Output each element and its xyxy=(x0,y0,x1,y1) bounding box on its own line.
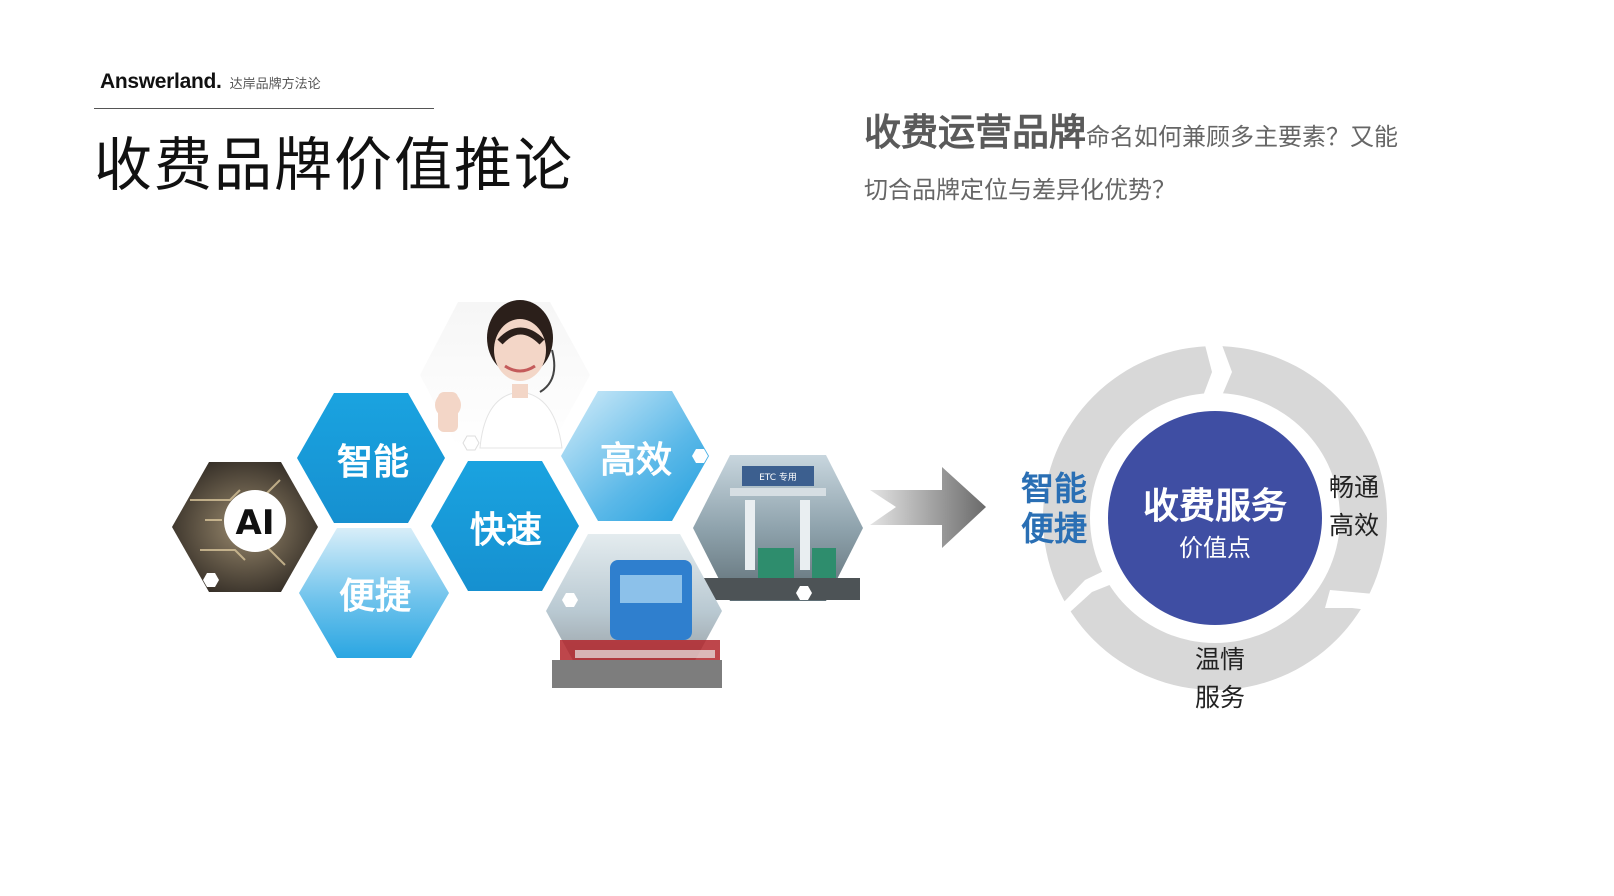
core-subtitle: 价值点 xyxy=(1179,534,1251,562)
hex-tile-smart: 智能 xyxy=(297,393,445,523)
ring-label-left-2: 便捷 xyxy=(1021,509,1087,548)
hex-tile-convenient: 便捷 xyxy=(299,528,449,658)
hex-tile-efficient: 高效 xyxy=(561,391,709,521)
hex-label-convenient: 便捷 xyxy=(339,576,411,617)
toll-booth-photo-hex xyxy=(546,534,722,688)
hex-label-efficient: 高效 xyxy=(600,440,672,481)
core-title: 收费服务 xyxy=(1143,486,1287,527)
hex-label-smart: 智能 xyxy=(337,442,409,483)
operator-photo-hex xyxy=(420,300,590,451)
value-cycle-ring: 收费服务 价值点 智能 便捷 畅通 高效 温情 服务 xyxy=(1021,345,1387,712)
right-arrow xyxy=(870,467,986,548)
ring-label-right-1: 畅通 xyxy=(1329,473,1379,502)
hex-label-fast: 快速 xyxy=(470,510,542,551)
brand-tagline: 达岸品牌方法论 xyxy=(229,77,321,92)
ring-label-bottom-1: 温情 xyxy=(1195,645,1245,674)
etc-sign-text: ETC 专用 xyxy=(759,471,797,483)
question-line2: 切合品牌定位与差异化优势？ xyxy=(864,176,1176,204)
ai-badge-text: AI xyxy=(236,503,275,543)
hex-tile-fast: 快速 xyxy=(431,461,579,591)
ring-label-bottom-2: 服务 xyxy=(1195,683,1245,712)
page-title: 收费品牌价值推论 xyxy=(94,131,575,199)
brand-logo: Answerland. xyxy=(100,70,222,93)
core-circle xyxy=(1108,411,1322,625)
question-text: 收费运营品牌命名如何兼顾多主要素？又能 切合品牌定位与差异化优势？ xyxy=(864,108,1464,218)
question-highlight: 收费运营品牌 xyxy=(864,111,1086,154)
ring-label-right-2: 高效 xyxy=(1329,511,1379,540)
ring-label-left-1: 智能 xyxy=(1021,469,1087,508)
ai-hex-tile: AI xyxy=(172,462,318,592)
brand-header: Answerland. 达岸品牌方法论 xyxy=(100,70,321,94)
header-divider xyxy=(94,108,434,109)
toll-gate-photo-hex: ETC 专用 xyxy=(693,455,863,601)
question-line1-rest: 命名如何兼顾多主要素？又能 xyxy=(1086,123,1398,151)
